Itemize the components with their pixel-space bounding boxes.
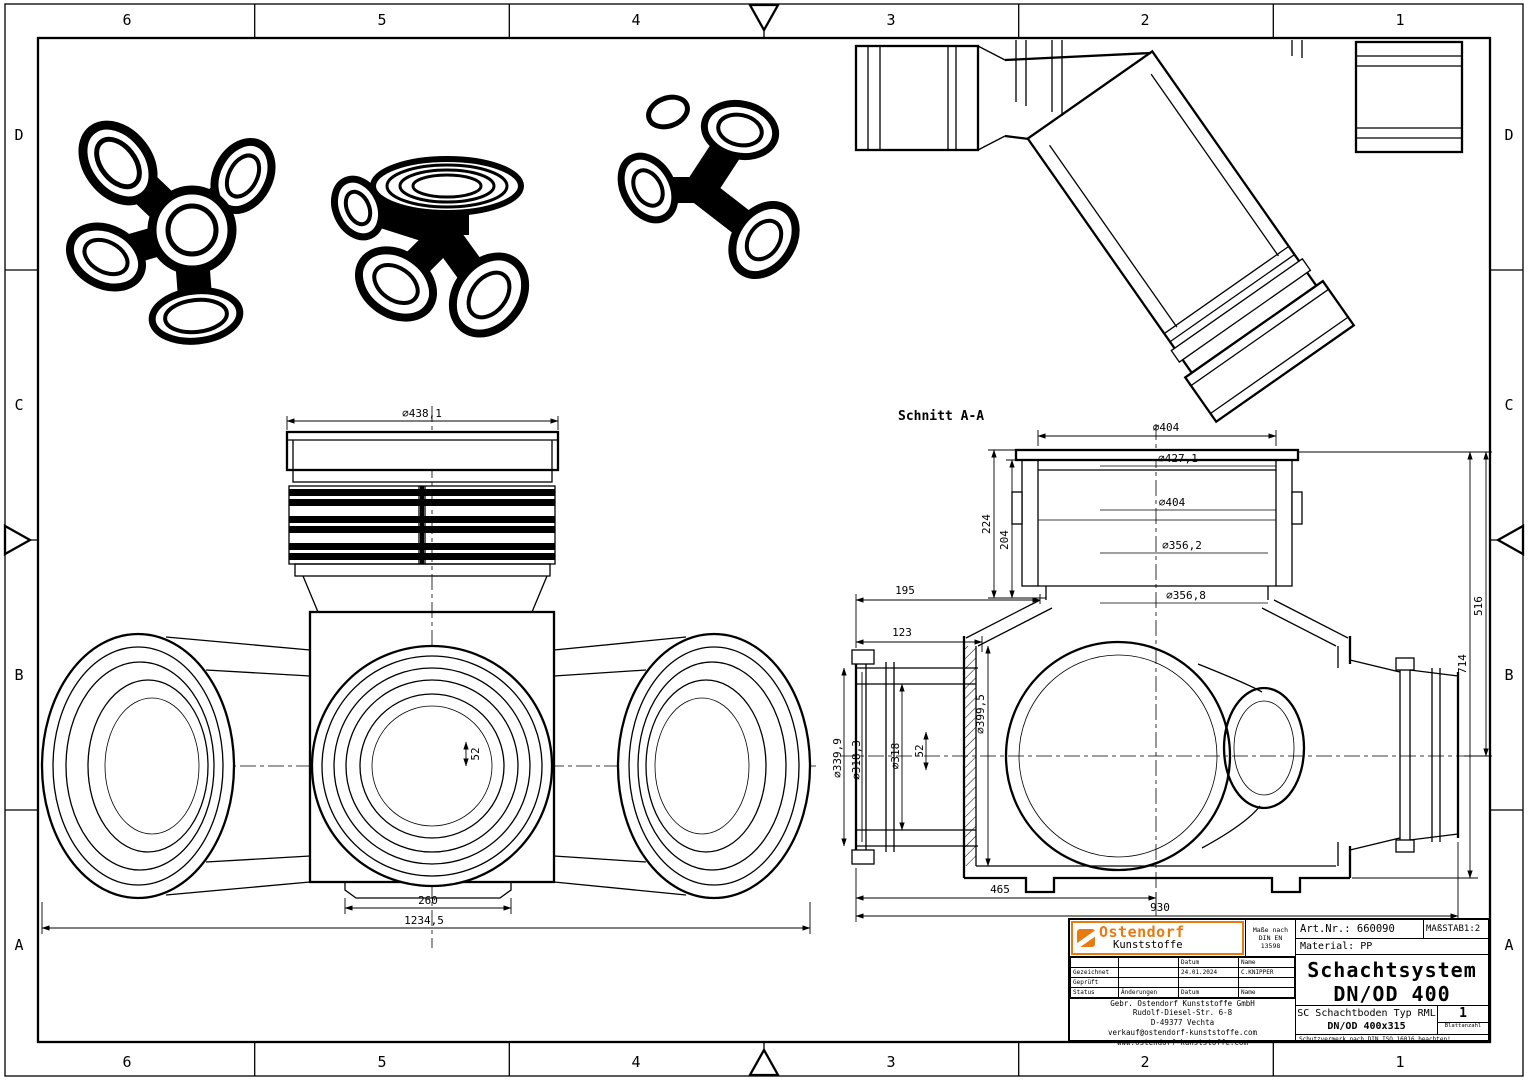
company-email: verkauf@ostendorf-kunststoffe.com bbox=[1107, 1027, 1257, 1037]
center-mark-left bbox=[3, 524, 33, 556]
rev-aenderungen: Änderungen bbox=[1118, 986, 1179, 998]
logo-text-line1: Ostendorf bbox=[1099, 923, 1185, 941]
section-view: Schnitt A-A ⌀404 ⌀427,1 ⌀404 ⌀356,2 ⌀356… bbox=[831, 409, 1492, 934]
type-cell: SC Schachtboden Typ RML DN/OD 400x315 bbox=[1296, 1006, 1438, 1034]
rev-row-gezeichnet: Gezeichnet bbox=[1070, 966, 1119, 978]
dim-label-rim: ⌀438,1 bbox=[402, 407, 442, 420]
zone-label: 1 bbox=[1395, 11, 1404, 29]
dim-label: ⌀427,1 bbox=[1158, 452, 1198, 465]
protection-note: Schutzvermerk nach DIN ISO 16016 beachte… bbox=[1299, 1036, 1451, 1040]
zone-label: 5 bbox=[377, 11, 386, 29]
company-city: D-49377 Vechta bbox=[1150, 1018, 1215, 1027]
dim-label: 930 bbox=[1150, 901, 1170, 914]
dim-label: 465 bbox=[990, 883, 1010, 896]
section-left-socket bbox=[851, 649, 978, 865]
scale-cell: MAßSTAB1:2 bbox=[1426, 924, 1481, 934]
zone-label: C bbox=[14, 396, 23, 414]
dim-label: ⌀339,9 bbox=[831, 738, 844, 778]
rev-col-name: Name bbox=[1238, 956, 1295, 968]
section-title: Schnitt A-A bbox=[898, 409, 984, 424]
zone-label: B bbox=[14, 666, 23, 684]
iso-view-1 bbox=[65, 120, 276, 345]
dim-label-52: 52 bbox=[469, 747, 482, 760]
rev-name2: Name bbox=[1238, 986, 1295, 998]
revision-table: Datum Name Gezeichnet 24.01.2024 C.KNIPP… bbox=[1070, 956, 1295, 999]
company-street: Rudolf-Diesel-Str. 6-8 bbox=[1132, 1008, 1233, 1018]
zone-label: D bbox=[14, 126, 23, 144]
iso-view-3 bbox=[617, 94, 800, 280]
dim-label: ⌀404 bbox=[1159, 496, 1186, 509]
zone-label: 3 bbox=[886, 1053, 895, 1071]
drawing-title: Schachtsystem DN/OD 400 bbox=[1296, 955, 1488, 1006]
dim-label: ⌀318 bbox=[889, 743, 902, 770]
dim-label: 123 bbox=[892, 626, 912, 639]
title-block: Ostendorf Kunststoffe Maße nach DIN EN 1… bbox=[1068, 918, 1490, 1047]
zone-label: 5 bbox=[377, 1053, 386, 1071]
rev-date: 24.01.2024 bbox=[1178, 966, 1239, 978]
section-right-socket bbox=[1349, 657, 1460, 853]
side-view-top-stubs bbox=[1015, 40, 1063, 116]
masse-nach-cell: Maße nach DIN EN 13598 bbox=[1245, 920, 1295, 956]
dim-label: 516 bbox=[1472, 596, 1485, 616]
iso-view-2 bbox=[330, 156, 530, 338]
zone-label: 2 bbox=[1140, 11, 1149, 29]
zone-label: B bbox=[1504, 666, 1513, 684]
dim-label: 714 bbox=[1456, 654, 1469, 674]
front-right-socket bbox=[553, 632, 812, 900]
logo-text-line2: Kunststoffe bbox=[1113, 939, 1183, 951]
zone-label: 6 bbox=[122, 1053, 131, 1071]
dim-label: 224 bbox=[980, 514, 993, 534]
material-cell: Material: PP bbox=[1296, 939, 1488, 955]
zone-label: A bbox=[14, 936, 23, 954]
zone-label: 4 bbox=[631, 11, 640, 29]
rev-datum2: Datum bbox=[1178, 986, 1239, 998]
side-view-right-socket bbox=[1354, 40, 1464, 154]
zone-label: A bbox=[1504, 936, 1513, 954]
side-view bbox=[854, 40, 1464, 424]
zone-labels: 6 5 4 3 2 1 6 5 4 3 2 1 D C B A D C B A bbox=[14, 11, 1513, 1071]
company-name: Gebr. Ostendorf Kunststoffe GmbH bbox=[1110, 998, 1255, 1008]
article-number: Art.Nr.: 660090 bbox=[1296, 920, 1424, 938]
dim-label-total: 1234,5 bbox=[404, 914, 444, 927]
center-mark-right bbox=[1495, 524, 1525, 556]
dim-label: ⌀404 bbox=[1153, 421, 1180, 434]
side-view-diagonal-pipe bbox=[1026, 49, 1356, 424]
zone-label: 1 bbox=[1395, 1053, 1404, 1071]
company-block: Gebr. Ostendorf Kunststoffe GmbH Rudolf-… bbox=[1070, 999, 1295, 1048]
dim-label: 52 bbox=[913, 744, 926, 757]
sheet-frame bbox=[3, 3, 1525, 1077]
rev-col-datum: Datum bbox=[1178, 956, 1239, 968]
front-view: ⌀438,1 A bbox=[40, 406, 818, 948]
dim-label: ⌀356,8 bbox=[1166, 589, 1206, 602]
center-mark-top bbox=[748, 3, 780, 33]
rev-name: C.KNIPPER bbox=[1238, 966, 1295, 978]
rev-status: Status bbox=[1070, 986, 1119, 998]
dim-label: ⌀318,3 bbox=[850, 740, 863, 780]
zone-label: 2 bbox=[1140, 1053, 1149, 1071]
sheet-cell: 1 Blattanzahl bbox=[1438, 1006, 1488, 1034]
zone-label: 4 bbox=[631, 1053, 640, 1071]
dim-label: 204 bbox=[998, 530, 1011, 550]
ostendorf-logo: Ostendorf Kunststoffe bbox=[1071, 921, 1244, 955]
side-view-left-socket bbox=[854, 44, 980, 152]
dim-label-260: 260 bbox=[418, 894, 438, 907]
zone-label: C bbox=[1504, 396, 1513, 414]
ostendorf-logo-icon bbox=[1077, 928, 1095, 947]
front-left-socket bbox=[40, 632, 311, 900]
dim-label: ⌀356,2 bbox=[1162, 539, 1202, 552]
center-mark-bottom bbox=[748, 1047, 780, 1077]
dim-label: 195 bbox=[895, 584, 915, 597]
rev-row-geprueft: Geprüft bbox=[1070, 976, 1119, 988]
zone-label: D bbox=[1504, 126, 1513, 144]
dim-label: ⌀399,5 bbox=[974, 694, 987, 734]
zone-label: 6 bbox=[122, 11, 131, 29]
front-center-socket bbox=[310, 644, 554, 888]
company-web: www.ostendorf-kunststoffe.com bbox=[1117, 1037, 1248, 1047]
zone-label: 3 bbox=[886, 11, 895, 29]
